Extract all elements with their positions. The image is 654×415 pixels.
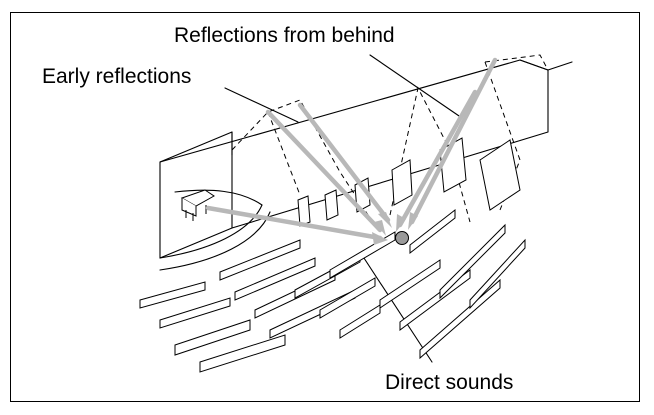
early-reflection-arrow-2 bbox=[265, 109, 383, 233]
pointer-line-early bbox=[224, 87, 299, 123]
early-reflection-path-2 bbox=[267, 111, 301, 196]
rear-arrowhead bbox=[408, 212, 418, 230]
direct-sound-arrowhead bbox=[372, 232, 388, 245]
direct-sound-arrow bbox=[205, 205, 383, 241]
early-arrowhead bbox=[378, 212, 392, 228]
diagram-frame bbox=[10, 12, 640, 402]
rear-reflection-arrow bbox=[409, 57, 498, 225]
early-arrowhead-2 bbox=[374, 220, 386, 236]
rear-reflection-path bbox=[484, 54, 549, 71]
label-early-reflections: Early reflections bbox=[42, 65, 192, 88]
stage-edge bbox=[159, 204, 263, 259]
pointer-line-direct bbox=[361, 254, 433, 363]
pointer-line-behind bbox=[369, 54, 463, 119]
rear-reflection-arrow-2 bbox=[397, 89, 478, 228]
stage-edge-lower bbox=[159, 211, 271, 271]
grand-piano-icon bbox=[180, 189, 215, 221]
audience-seating bbox=[139, 137, 526, 373]
rear-arrowhead-2 bbox=[396, 214, 406, 232]
label-reflections-from-behind: Reflections from behind bbox=[174, 24, 395, 47]
side-reflection-path bbox=[389, 86, 471, 223]
hall-corner bbox=[519, 59, 573, 71]
listener-head-icon bbox=[395, 231, 409, 245]
early-reflection-arrow bbox=[297, 102, 391, 223]
label-direct-sounds: Direct sounds bbox=[385, 371, 514, 394]
stage-floor bbox=[174, 189, 263, 206]
